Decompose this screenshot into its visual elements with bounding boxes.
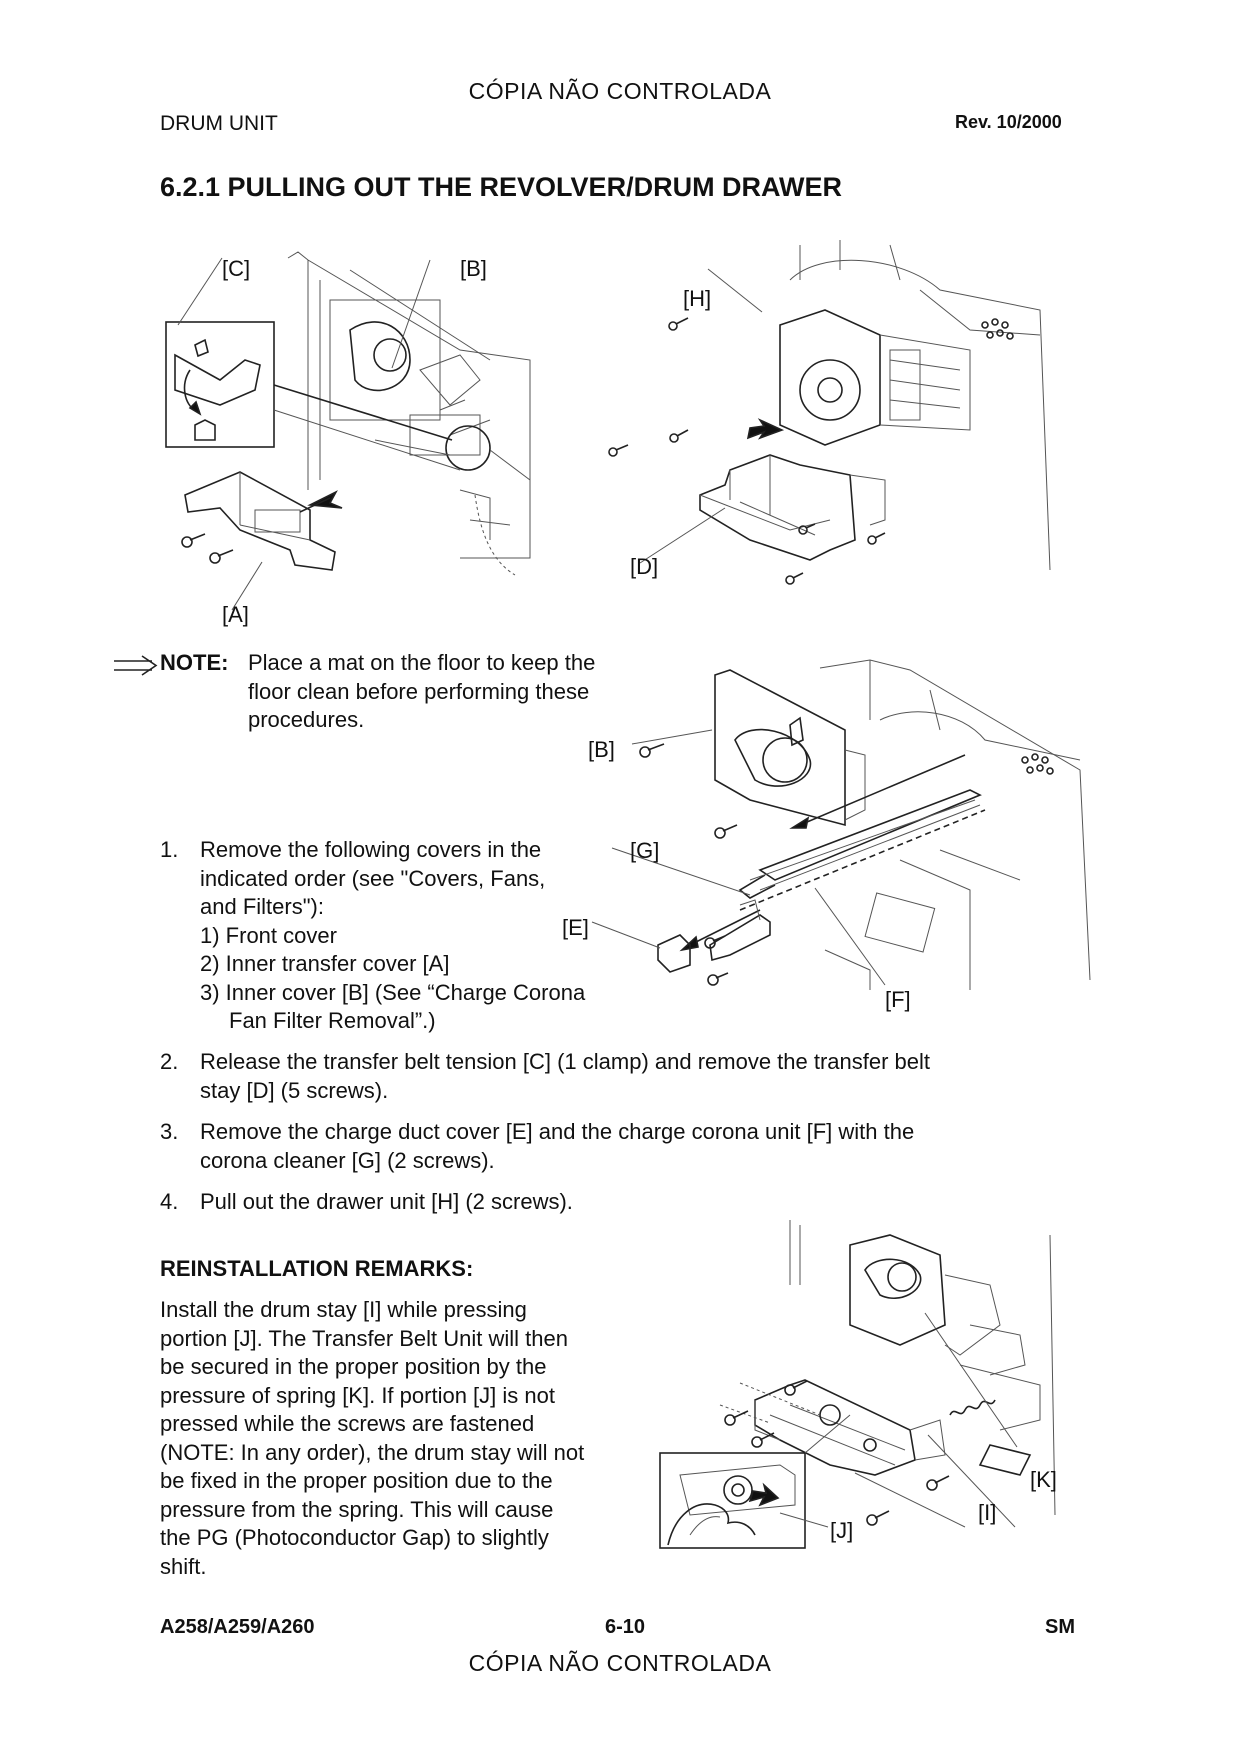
reinstall-line: pressed while the screws are fastened: [160, 1411, 535, 1436]
substep: 1) Front cover: [200, 922, 337, 948]
step-number: 3.: [160, 1119, 179, 1144]
callout-a: [A]: [222, 602, 249, 627]
note-text: Place a mat on the floor to keep the flo…: [248, 649, 595, 735]
figure-charge-corona: [591, 659, 1091, 990]
reinstall-line: pressure from the spring. This will caus…: [160, 1496, 554, 1522]
watermark-bottom: CÓPIA NÃO CONTROLADA: [468, 1650, 772, 1676]
reinstall-line: shift.: [160, 1553, 207, 1579]
section-header: DRUM UNIT: [160, 112, 278, 135]
substep: 2) Inner transfer cover [A]: [200, 951, 450, 976]
reinstall-line: be secured in the proper position by the: [160, 1354, 547, 1379]
step-4: 4. Pull out the drawer unit [H] (2 screws…: [160, 1188, 1080, 1217]
step-2: 2. Release the transfer belt tension [C] …: [160, 1048, 1080, 1105]
callout-k: [K]: [1030, 1467, 1057, 1492]
callout-c: [C]: [222, 256, 251, 281]
figure-drum-stay: [659, 1220, 1056, 1549]
watermark-top: CÓPIA NÃO CONTROLADA: [468, 78, 772, 104]
callout-f: [F]: [885, 987, 911, 1012]
figure-inner-transfer-cover: [165, 251, 531, 611]
step-number: 2.: [160, 1049, 179, 1074]
callout-b: [B]: [460, 256, 487, 281]
step-text: Release the transfer belt tension [C] (1…: [200, 1049, 931, 1074]
reinstall-heading: REINSTALLATION REMARKS:: [160, 1256, 474, 1281]
step-text: Remove the following covers in the: [200, 837, 542, 862]
step-1: 1. Remove the following covers in the ind…: [160, 836, 640, 1036]
substep: 3) Inner cover [B] (See “Charge Corona: [200, 979, 586, 1005]
callout-d: [D]: [630, 554, 659, 579]
callout-h: [H]: [683, 286, 712, 311]
note-label: NOTE:: [160, 650, 229, 675]
step-text: Remove the charge duct cover [E] and the…: [200, 1119, 915, 1144]
step-number: 1.: [160, 837, 179, 862]
callout-g: [G]: [630, 838, 660, 863]
callout-b-corona: [B]: [588, 737, 615, 762]
reinstall-line: (NOTE: In any order), the drum stay will…: [160, 1439, 585, 1465]
step-text: corona cleaner [G] (2 screws).: [200, 1147, 495, 1173]
revision-label: Rev. 10/2000: [955, 112, 1062, 132]
step-text: and Filters"):: [200, 894, 324, 919]
step-text: Pull out the drawer unit [H] (2 screws).: [200, 1189, 573, 1214]
step-3: 3. Remove the charge duct cover [E] and t…: [160, 1118, 1080, 1175]
substep: Fan Filter Removal”.): [229, 1008, 436, 1033]
callout-e: [E]: [562, 915, 589, 940]
note-line: floor clean before performing these: [248, 678, 590, 704]
step-number: 4.: [160, 1189, 179, 1214]
footer-page-number: 6-10: [605, 1616, 646, 1638]
callout-j: [J]: [830, 1518, 854, 1543]
figure-transfer-belt-stay: [608, 240, 1051, 585]
reinstall-line: the PG (Photoconductor Gap) to slightly: [160, 1525, 549, 1550]
reinstall-line: be fixed in the proper position due to t…: [160, 1468, 553, 1493]
reinstall-line: Install the drum stay [I] while pressing: [160, 1297, 527, 1322]
note-line: Place a mat on the floor to keep the: [248, 650, 596, 675]
note-line: procedures.: [248, 707, 365, 732]
step-text: stay [D] (5 screws).: [200, 1077, 389, 1103]
page-title: 6.2.1 PULLING OUT THE REVOLVER/DRUM DRAW…: [160, 172, 843, 202]
footer-model: A258/A259/A260: [160, 1616, 315, 1638]
reinstall-text: Install the drum stay [I] while pressing…: [160, 1296, 660, 1581]
note-arrow-icon: [114, 655, 158, 676]
reinstall-line: portion [J]. The Transfer Belt Unit will…: [160, 1325, 568, 1351]
callout-i: [I]: [978, 1500, 997, 1525]
step-text: indicated order (see "Covers, Fans,: [200, 865, 546, 891]
reinstall-line: pressure of spring [K]. If portion [J] i…: [160, 1382, 555, 1408]
footer-manual: SM: [1045, 1616, 1075, 1638]
